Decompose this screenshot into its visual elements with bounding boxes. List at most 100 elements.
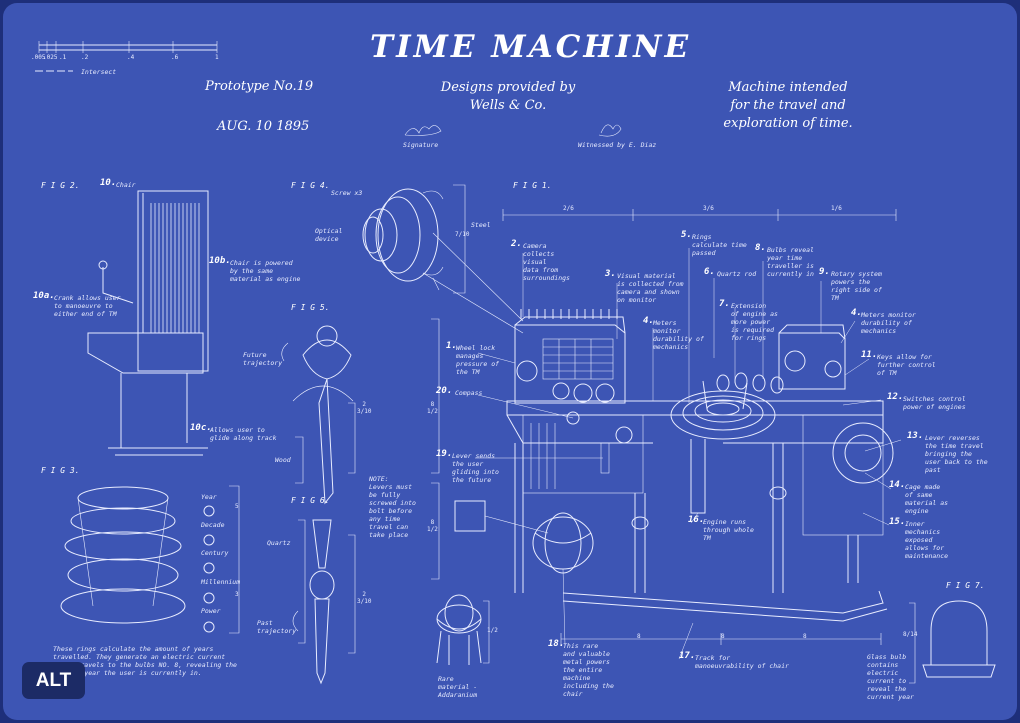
designs-label: Designs provided by Wells & Co.	[440, 80, 576, 113]
callout-text: Track for manoeuvrability of chair	[695, 654, 789, 670]
fig3-title: F I G 3.	[41, 466, 80, 475]
callout-number: 13.	[907, 431, 924, 441]
page-title: TIME MACHINE	[370, 29, 692, 65]
blueprint-sheet: TIME MACHINE Prototype No.19 AUG. 10 189…	[3, 3, 1017, 720]
dimension-label: 5	[235, 503, 239, 510]
fig1-title: F I G 1.	[513, 181, 552, 190]
prototype-label: Prototype No.19	[205, 79, 314, 94]
signature-scribble	[404, 124, 622, 137]
dimension-label: 7/10	[455, 231, 470, 238]
callout-number: 10c.	[190, 423, 212, 433]
callout-text: Extension of engine as more power is req…	[731, 302, 778, 342]
date-label: AUG. 10 1895	[217, 119, 310, 134]
callout-number: 10.	[100, 178, 117, 188]
callout-number: 5.	[681, 230, 692, 240]
callout-number: 7.	[719, 299, 730, 309]
callout-text: Camera collects visual data from surroun…	[523, 242, 570, 282]
dimension-label: 2 3/10	[357, 591, 372, 605]
ring-label-power: Power	[201, 607, 221, 615]
callout-number: 3.	[605, 269, 616, 279]
callout-number: 18.	[548, 639, 565, 649]
callout-number: 10a.	[33, 291, 55, 301]
scale-tick: .1	[59, 54, 67, 61]
crank-label: Crank allows user to manoeuvre to either…	[54, 294, 121, 318]
fig4-title: F I G 4.	[291, 181, 330, 190]
callout-number: 8.	[755, 243, 766, 253]
callout-number: 4.	[851, 308, 862, 318]
callout-number: 6.	[704, 267, 715, 277]
optical-label: Optical device	[315, 227, 343, 243]
ring-label-millennium: Millennium	[201, 578, 241, 586]
rare-material-label: Rare material - Addaranium	[438, 675, 478, 699]
scale-tick: .005	[31, 54, 46, 61]
signature-label: Signature	[403, 141, 439, 149]
ring-label-decade: Decade	[201, 521, 225, 529]
past-label: Past trajectory	[257, 619, 297, 635]
dimension-label: 2 3/10	[357, 401, 372, 415]
fig5-lever-drawing	[281, 325, 356, 505]
dimension-label: 8/14	[903, 631, 918, 638]
dimension-label: 8	[803, 633, 807, 640]
levers-note: NOTE: Levers must be fully screwed into …	[369, 475, 416, 539]
callout-text: Bulbs reveal year time traveller is curr…	[767, 246, 814, 278]
ring-label-year: Year	[201, 493, 217, 501]
fig3-rings-drawing	[60, 485, 240, 634]
fig1-machine-drawing	[431, 209, 902, 660]
fig2-chair-drawing	[87, 190, 209, 456]
chair-power-label: Chair is powered by the same material as…	[230, 259, 301, 283]
callout-text: Wheel lock manages pressure of the TM	[456, 344, 500, 376]
fig7-bulb-drawing	[909, 600, 996, 684]
callout-number: 12.	[887, 392, 904, 402]
dimension-label: 8	[721, 633, 725, 640]
dimension-label: 1/6	[831, 205, 842, 212]
steel-label: Steel	[471, 221, 491, 229]
callout-text: Meters monitor durability of mechanics	[861, 311, 916, 335]
fig6-title: F I G 6.	[291, 496, 330, 505]
dimension-label: 8 1/2	[427, 401, 438, 415]
callout-text: Meters monitor durability of mechanics	[653, 319, 704, 351]
callout-text: Engine runs through whole TM	[703, 518, 754, 542]
scale-tick: .025	[43, 54, 58, 61]
callout-number: 1.	[446, 341, 457, 351]
bulb-note: Glass bulb contains electric current to …	[867, 653, 914, 701]
scale-tick: .2	[81, 54, 89, 61]
scale-tick: 1	[215, 54, 219, 61]
dimension-label: 8 1/2	[427, 519, 438, 533]
callout-number: 14.	[889, 480, 906, 490]
screw-label: Screw x3	[331, 189, 363, 197]
callout-text: Compass	[455, 389, 483, 397]
callout-number: 19.	[436, 449, 453, 459]
dimension-label: 8	[637, 633, 641, 640]
witness-label: Witnessed by E. Diaz	[578, 141, 657, 149]
alt-text-button[interactable]: ALT	[22, 662, 85, 699]
callout-text: Quartz rod	[717, 270, 757, 278]
callout-text: This rare and valuable metal powers the …	[563, 642, 614, 698]
callout-number: 2.	[511, 239, 522, 249]
scale-bar	[35, 41, 218, 72]
addaranium-knot-drawing	[436, 594, 490, 665]
blueprint-drawing	[35, 41, 996, 685]
callout-number: 15.	[889, 517, 906, 527]
callout-number: 17.	[679, 651, 696, 661]
future-label: Future trajectory	[243, 351, 283, 367]
callout-text: Switches control power of engines	[903, 395, 966, 411]
ring-label-century: Century	[201, 549, 229, 557]
intersect-label: Intersect	[81, 68, 117, 76]
wood-label: Wood	[275, 456, 291, 464]
fig4-optical-drawing	[362, 184, 524, 334]
callout-text: Rings calculate time passed	[692, 233, 747, 257]
scale-tick: .4	[127, 54, 135, 61]
callout-text: Keys allow for further control of TM	[877, 353, 936, 377]
purpose-label: Machine intended for the travel and expl…	[723, 80, 853, 131]
callout-text: Lever sends the user gliding into the fu…	[452, 452, 499, 484]
dimension-label: 2/6	[563, 205, 574, 212]
chair-label: Chair	[116, 181, 136, 189]
fig7-title: F I G 7.	[946, 581, 985, 590]
callout-text: Rotary system powers the right side of T…	[831, 270, 882, 302]
callout-text: Visual material is collected from camera…	[617, 272, 684, 304]
callout-number: 9.	[819, 267, 830, 277]
callout-text: Inner mechanics exposed allows for maint…	[905, 520, 949, 560]
fig2-title: F I G 2.	[41, 181, 80, 190]
callout-number: 11.	[861, 350, 878, 360]
dimension-label: 3/6	[703, 205, 714, 212]
